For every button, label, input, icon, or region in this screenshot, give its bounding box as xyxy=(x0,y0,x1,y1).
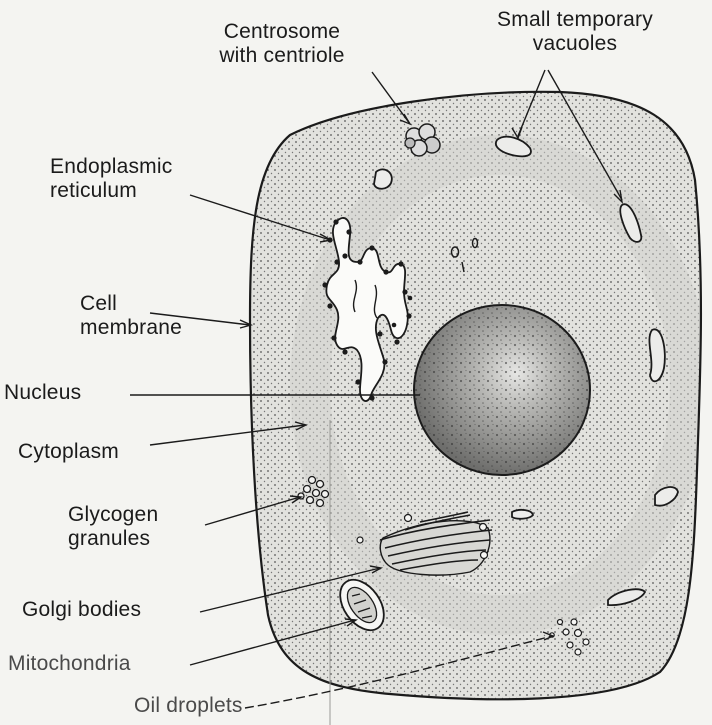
label-centrosome-line1: Centrosome xyxy=(182,20,382,44)
label-glycogen-line1: Glycogen xyxy=(68,503,158,527)
label-glycogen-line2: granules xyxy=(68,527,158,551)
nucleus xyxy=(414,305,590,475)
label-er-line2: reticulum xyxy=(50,179,172,203)
label-er: Endoplasmic reticulum xyxy=(50,155,172,203)
vacuole-left xyxy=(374,169,392,188)
label-nucleus: Nucleus xyxy=(4,381,81,405)
label-centrosome-line2: with centriole xyxy=(182,44,382,68)
label-golgi: Golgi bodies xyxy=(22,598,141,622)
label-membrane: Cell membrane xyxy=(80,292,182,340)
label-vacuoles: Small temporary vacuoles xyxy=(460,8,690,56)
label-vacuoles-line2: vacuoles xyxy=(460,32,690,56)
label-cytoplasm: Cytoplasm xyxy=(18,440,119,464)
label-er-line1: Endoplasmic xyxy=(50,155,172,179)
label-mitochondria: Mitochondria xyxy=(8,652,131,676)
label-oil: Oil droplets xyxy=(134,694,243,718)
label-centrosome: Centrosome with centriole xyxy=(182,20,382,68)
vacuole-lower-mid xyxy=(512,510,533,519)
label-vacuoles-line1: Small temporary xyxy=(460,8,690,32)
vacuole-mid-right xyxy=(649,329,664,381)
label-membrane-line1: Cell xyxy=(80,292,182,316)
label-glycogen: Glycogen granules xyxy=(68,503,158,551)
label-membrane-line2: membrane xyxy=(80,316,182,340)
